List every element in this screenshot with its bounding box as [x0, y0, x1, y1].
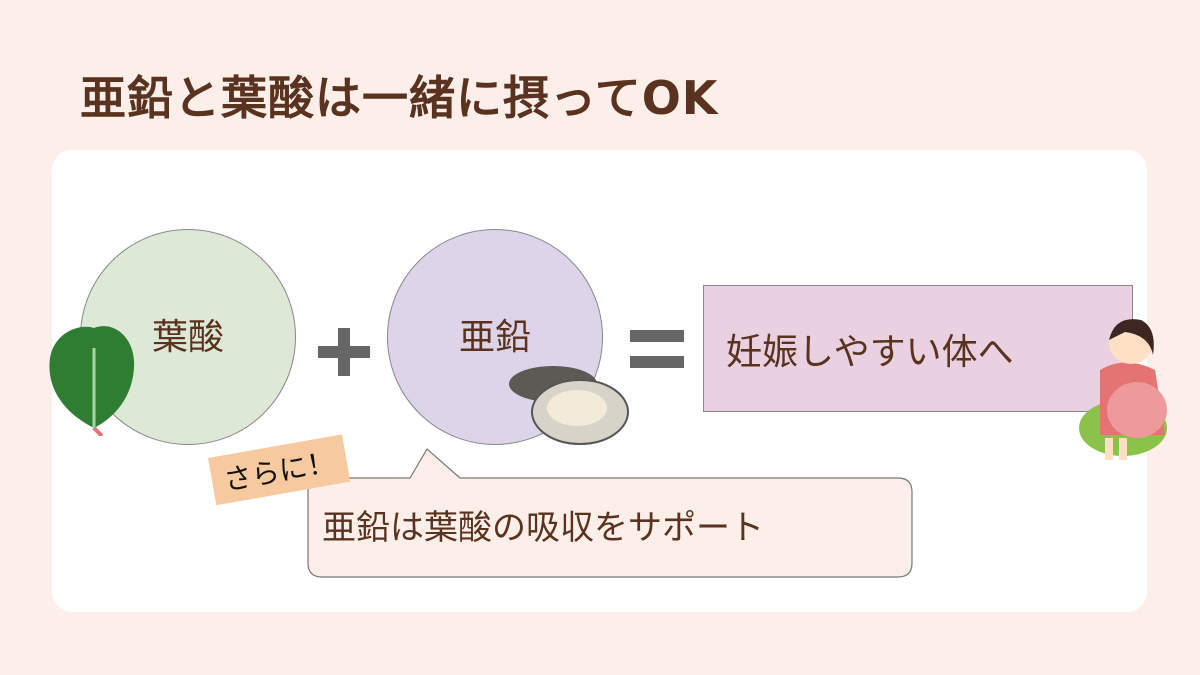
oyster-icon: [509, 366, 629, 445]
pregnant-woman-icon: [1079, 319, 1167, 460]
spinach-icon: [49, 326, 135, 436]
zinc-label: 亜鉛: [458, 317, 531, 358]
plus-icon: [318, 328, 370, 376]
result-box: 妊娠しやすい体へ: [703, 285, 1133, 412]
result-label: 妊娠しやすい体へ: [726, 331, 1014, 373]
folic-acid-label: 葉酸: [151, 317, 224, 358]
equals-icon: [630, 330, 684, 368]
page-title: 亜鉛と葉酸は一緒に摂ってOK: [80, 71, 719, 125]
bubble-text: 亜鉛は葉酸の吸収をサポート: [322, 508, 764, 548]
